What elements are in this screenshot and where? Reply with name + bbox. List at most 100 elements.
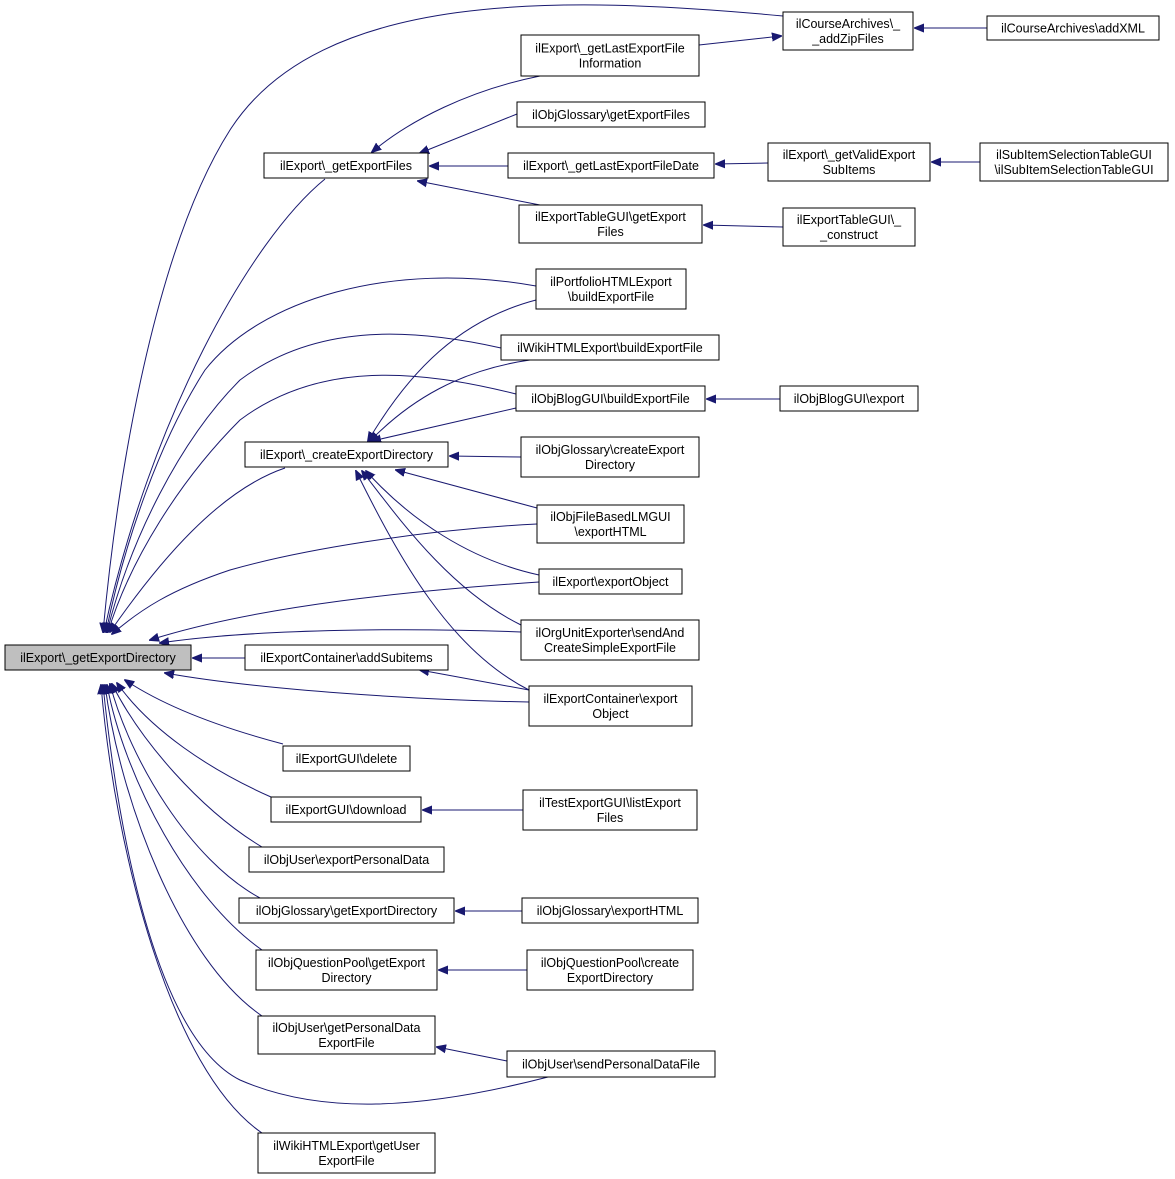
node-label: ilCourseArchives\addXML xyxy=(1001,22,1145,36)
node-box xyxy=(520,34,700,77)
node-questionPoolCreateExportDirectory[interactable]: ilObjQuestionPool\createExportDirectory xyxy=(526,949,694,991)
node-label: ilExport\exportObject xyxy=(552,575,669,589)
node-getLastExportFileDate[interactable]: ilExport\_getLastExportFileDate xyxy=(507,152,715,179)
edge-courseArchivesAddZip-to-root xyxy=(103,4,784,632)
node-questionPoolGetExportDirectory[interactable]: ilObjQuestionPool\getExportDirectory xyxy=(255,949,438,991)
node-label: ilExport\_getValidExport xyxy=(783,148,916,162)
node-getExportFiles[interactable]: ilExport\_getExportFiles xyxy=(263,152,429,179)
node-label: ExportDirectory xyxy=(567,971,654,985)
edge-portfolioBuildExportFile-to-root xyxy=(106,277,537,632)
node-box xyxy=(782,207,916,247)
nodes: ilExport\_getExportDirectory ilExport\_cr… xyxy=(4,11,1169,1174)
node-label: ilExport\_createExportDirectory xyxy=(260,448,434,462)
edge-fileBasedLMExportHTML-to-createExportDirectory xyxy=(396,470,538,509)
node-label: ilExportContainer\export xyxy=(543,692,678,706)
node-label: ilExport\_getExportDirectory xyxy=(20,651,176,665)
node-courseArchivesAddZip[interactable]: ilCourseArchives\__addZipFiles xyxy=(782,11,914,51)
node-box xyxy=(500,334,720,361)
edge-objUserExportPersonalData-to-root xyxy=(112,684,263,848)
edge-exportContainerExportObject-to-root xyxy=(165,673,530,703)
node-exportTableGUIConstruct[interactable]: ilExportTableGUI\__construct xyxy=(782,207,916,247)
node-box xyxy=(536,504,685,544)
node-box xyxy=(515,385,706,412)
node-label: ilObjQuestionPool\create xyxy=(541,956,679,970)
node-label: Information xyxy=(579,57,642,71)
node-label: ilObjUser\exportPersonalData xyxy=(264,853,429,867)
node-box xyxy=(244,644,449,671)
edges xyxy=(101,4,987,1134)
node-box xyxy=(518,204,703,244)
node-box xyxy=(767,142,931,182)
node-box xyxy=(986,15,1160,41)
node-label: Files xyxy=(597,225,623,239)
node-objUserSendPersonalDataFile[interactable]: ilObjUser\sendPersonalDataFile xyxy=(506,1050,716,1078)
node-label: ilObjGlossary\createExport xyxy=(536,443,685,457)
node-box xyxy=(257,1015,436,1055)
node-box xyxy=(521,897,699,924)
node-glossaryGetExportFiles[interactable]: ilObjGlossary\getExportFiles xyxy=(516,101,706,128)
node-box xyxy=(238,897,455,924)
node-label: \ilSubItemSelectionTableGUI xyxy=(994,163,1153,177)
node-glossaryCreateExportDirectory[interactable]: ilObjGlossary\createExportDirectory xyxy=(520,436,700,478)
node-exportContainerExportObject[interactable]: ilExportContainer\exportObject xyxy=(528,685,693,727)
edge-exportGUIDownload-to-root xyxy=(117,683,272,798)
node-fileBasedLMExportHTML[interactable]: ilObjFileBasedLMGUI\exportHTML xyxy=(536,504,685,544)
node-exportGUIDelete[interactable]: ilExportGUI\delete xyxy=(282,745,411,772)
node-label: ilObjGlossary\getExportFiles xyxy=(532,108,690,122)
edge-getLastExportFileInfo-to-courseArchivesAddZip xyxy=(698,36,781,46)
node-wikiBuildExportFile[interactable]: ilWikiHTMLExport\buildExportFile xyxy=(500,334,720,361)
edge-wikiBuildExportFile-to-createExportDirectory xyxy=(370,359,531,441)
node-label: ilSubItemSelectionTableGUI xyxy=(996,148,1152,162)
node-label: ilWikiHTMLExport\buildExportFile xyxy=(517,341,703,355)
node-blogExport[interactable]: ilObjBlogGUI\export xyxy=(779,385,919,412)
node-glossaryGetExportDirectory[interactable]: ilObjGlossary\getExportDirectory xyxy=(238,897,455,924)
edge-getLastExportFileInfo-to-getExportFiles xyxy=(372,75,541,152)
node-exportGUIDownload[interactable]: ilExportGUI\download xyxy=(270,796,422,823)
node-label: ilExport\_getLastExportFileDate xyxy=(523,159,699,173)
node-portfolioBuildExportFile[interactable]: ilPortfolioHTMLExport\buildExportFile xyxy=(535,268,687,310)
edge-objUserSendPersonalDataFile-to-root xyxy=(103,685,549,1105)
node-courseArchivesAddXML[interactable]: ilCourseArchives\addXML xyxy=(986,15,1160,41)
node-objUserExportPersonalData[interactable]: ilObjUser\exportPersonalData xyxy=(248,846,445,873)
node-createExportDirectory[interactable]: ilExport\_createExportDirectory xyxy=(244,441,449,468)
node-box xyxy=(255,949,438,991)
node-glossaryExportHTML[interactable]: ilObjGlossary\exportHTML xyxy=(521,897,699,924)
node-subItemSelectionTableGUI[interactable]: ilSubItemSelectionTableGUI\ilSubItemSele… xyxy=(979,142,1169,182)
edge-questionPoolGetExportDirectory-to-root xyxy=(107,685,263,951)
edge-exportExportObject-to-createExportDirectory xyxy=(366,471,540,576)
node-box xyxy=(535,268,687,310)
node-root[interactable]: ilExport\_getExportDirectory xyxy=(4,644,192,671)
edge-glossaryCreateExportDirectory-to-createExportDirectory xyxy=(450,456,522,457)
node-label: CreateSimpleExportFile xyxy=(544,641,676,655)
edge-getExportFiles-to-root xyxy=(104,178,326,632)
edge-objUserSendPersonalDataFile-to-objUserGetPersonalDataExportFile xyxy=(437,1047,508,1062)
node-exportTableGUIGetExportFiles[interactable]: ilExportTableGUI\getExportFiles xyxy=(518,204,703,244)
edge-glossaryGetExportDirectory-to-root xyxy=(110,684,261,899)
node-label: ilExportTableGUI\getExport xyxy=(535,210,686,224)
node-box xyxy=(257,1132,436,1174)
edge-glossaryGetExportFiles-to-getExportFiles xyxy=(420,113,518,153)
node-box xyxy=(526,949,694,991)
node-box xyxy=(4,644,192,671)
edge-objUserGetPersonalDataExportFile-to-root xyxy=(105,685,263,1017)
node-label: ilExportGUI\delete xyxy=(296,752,397,766)
node-blogBuildExportFile[interactable]: ilObjBlogGUI\buildExportFile xyxy=(515,385,706,412)
node-box xyxy=(538,568,683,595)
edge-getValidExportSubItems-to-getLastExportFileDate xyxy=(716,163,769,164)
node-label: Directory xyxy=(585,458,636,472)
node-label: ilCourseArchives\_ xyxy=(796,17,901,31)
edge-wikiGetUserExportFile-to-root xyxy=(101,685,263,1134)
edge-portfolioBuildExportFile-to-createExportDirectory xyxy=(368,299,537,441)
node-exportContainerAddSubitems[interactable]: ilExportContainer\addSubitems xyxy=(244,644,449,671)
edge-fileBasedLMExportHTML-to-root xyxy=(112,523,538,634)
node-exportExportObject[interactable]: ilExport\exportObject xyxy=(538,568,683,595)
node-orgUnitSendAndCreate[interactable]: ilOrgUnitExporter\sendAndCreateSimpleExp… xyxy=(520,619,700,661)
node-label: ExportFile xyxy=(318,1154,374,1168)
node-label: _addZipFiles xyxy=(811,32,884,46)
